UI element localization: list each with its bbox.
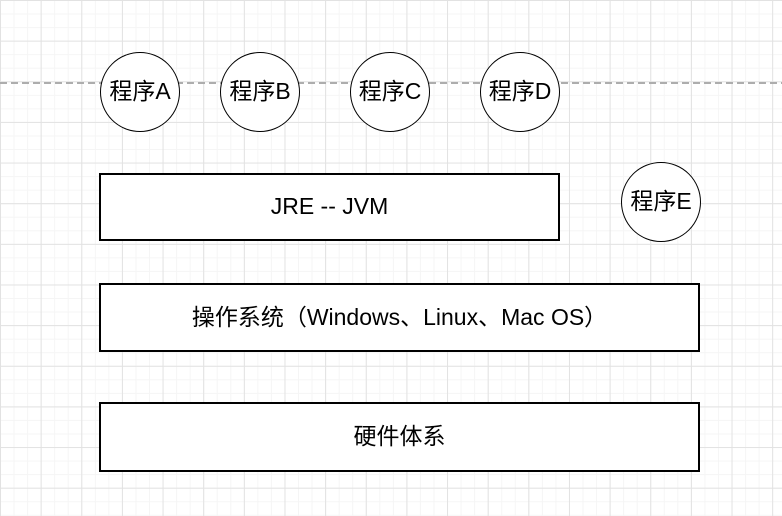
- node-hardware-system[interactable]: 硬件体系: [99, 402, 700, 472]
- node-program-a-label: 程序A: [109, 78, 171, 105]
- node-program-e-label: 程序E: [630, 188, 692, 215]
- node-program-b[interactable]: 程序B: [220, 52, 300, 132]
- node-jre-jvm[interactable]: JRE -- JVM: [99, 173, 560, 241]
- node-program-e[interactable]: 程序E: [621, 162, 701, 242]
- node-program-c-label: 程序C: [358, 78, 422, 105]
- node-operating-system[interactable]: 操作系统（Windows、Linux、Mac OS）: [99, 283, 700, 352]
- node-program-b-label: 程序B: [229, 78, 291, 105]
- node-jre-jvm-label: JRE -- JVM: [270, 193, 389, 220]
- node-operating-system-label: 操作系统（Windows、Linux、Mac OS）: [191, 303, 608, 330]
- node-hardware-system-label: 硬件体系: [353, 423, 446, 450]
- node-program-d-label: 程序D: [488, 78, 552, 105]
- node-program-d[interactable]: 程序D: [480, 52, 560, 132]
- node-program-c[interactable]: 程序C: [350, 52, 430, 132]
- node-program-a[interactable]: 程序A: [100, 52, 180, 132]
